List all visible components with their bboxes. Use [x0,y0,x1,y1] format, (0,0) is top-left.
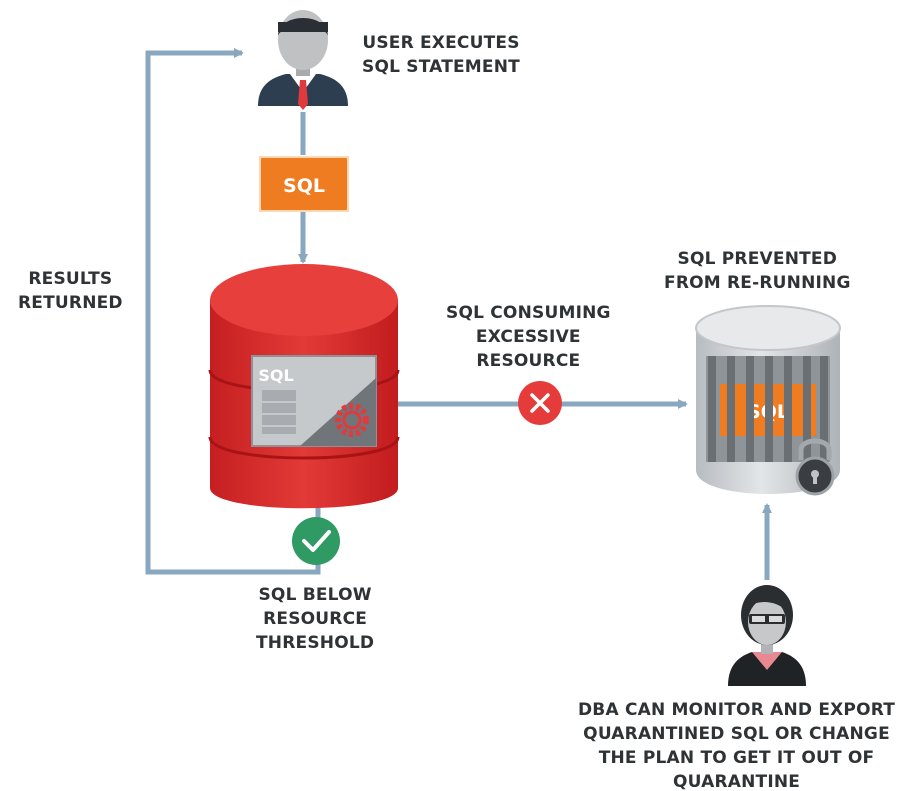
database-panel-label: SQL [258,366,293,385]
user-icon [258,10,348,110]
error-x-icon [518,381,562,425]
user-executes-label: USER EXECUTES SQL STATEMENT [362,33,520,77]
sql-consuming-label: SQL CONSUMING EXCESSIVE RESOURCE [446,303,611,371]
database-icon: SQL [208,264,400,509]
gear-icon [335,403,369,437]
dba-icon [728,585,806,686]
quarantine-cylinder-icon: SQL [695,305,841,494]
padlock-icon [795,438,835,496]
sql-below-threshold-label: SQL BELOW RESOURCE THRESHOLD [256,585,375,653]
results-returned-label: RESULTS RETURNED [18,269,123,313]
sql-statement-box: SQL [259,156,349,212]
sql-box-label: SQL [283,175,325,197]
dba-description-label: DBA CAN MONITOR AND EXPORT QUARANTINED S… [578,700,896,791]
check-icon [292,517,340,565]
sql-prevented-label: SQL PREVENTED FROM RE-RUNNING [664,249,851,293]
